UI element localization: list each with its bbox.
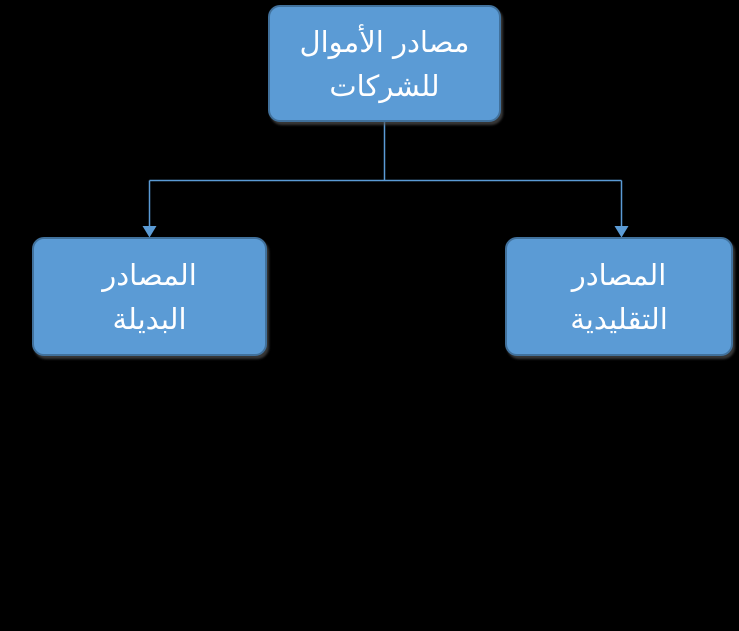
node-text-line: المصادر: [102, 257, 197, 292]
node-text-line: للشركات: [329, 68, 440, 103]
node-traditional-sources: المصادر التقليدية: [505, 237, 733, 356]
node-text-line: المصادر: [571, 257, 667, 292]
node-text-line: البديلة: [112, 301, 187, 336]
arrowhead-right-icon: [614, 226, 629, 238]
node-alternative-sources: المصادر البديلة: [32, 237, 267, 356]
node-funding-sources-root: مصادر الأموال للشركات: [268, 5, 501, 122]
node-text-line: التقليدية: [570, 301, 668, 336]
node-text-line: مصادر الأموال: [299, 24, 470, 59]
arrowhead-left-icon: [142, 226, 157, 238]
